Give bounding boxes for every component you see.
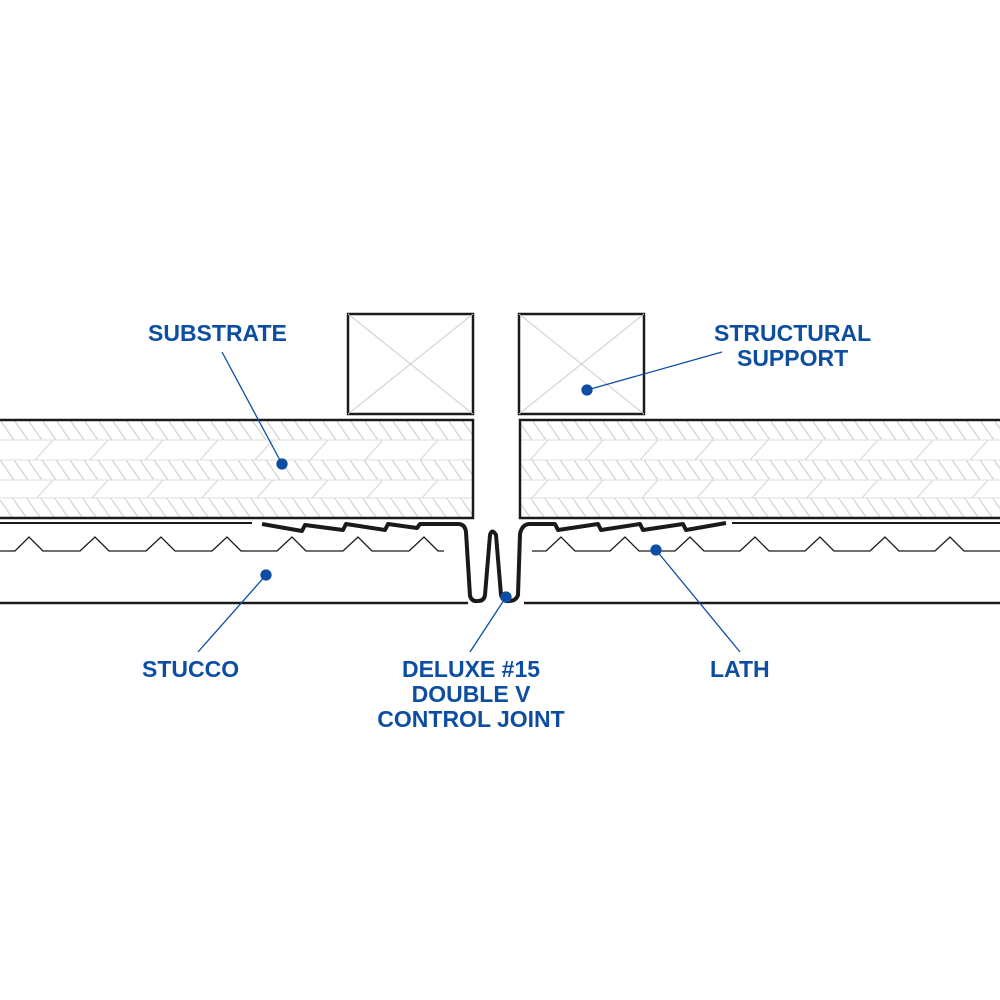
label-line: DOUBLE V bbox=[411, 681, 531, 707]
joint-dot bbox=[500, 591, 512, 603]
label-line: SUPPORT bbox=[736, 345, 849, 371]
substrate-dot bbox=[276, 458, 288, 470]
label-line: CONTROL JOINT bbox=[377, 706, 565, 732]
leader-lines bbox=[197, 351, 741, 653]
lath-right bbox=[532, 536, 1000, 552]
label-stucco: STUCCO bbox=[142, 656, 240, 682]
label-line: DELUXE #15 bbox=[401, 656, 541, 682]
substrate-left bbox=[0, 418, 475, 520]
double-v-control-joint bbox=[261, 521, 727, 604]
label-substrate: SUBSTRATE bbox=[148, 320, 287, 346]
lath-dot bbox=[650, 544, 662, 556]
support-dot bbox=[581, 384, 593, 396]
structural-support-left bbox=[346, 312, 475, 416]
label-control-joint: DELUXE #15 DOUBLE V CONTROL JOINT bbox=[366, 657, 576, 732]
label-line: STRUCTURAL bbox=[714, 320, 872, 346]
stucco-dot bbox=[260, 569, 272, 581]
lath-left bbox=[0, 536, 444, 552]
structural-support-right bbox=[517, 312, 646, 416]
label-lath: LATH bbox=[710, 656, 770, 682]
label-structural-support: STRUCTURAL SUPPORT bbox=[714, 321, 871, 371]
substrate-right bbox=[518, 418, 1000, 520]
